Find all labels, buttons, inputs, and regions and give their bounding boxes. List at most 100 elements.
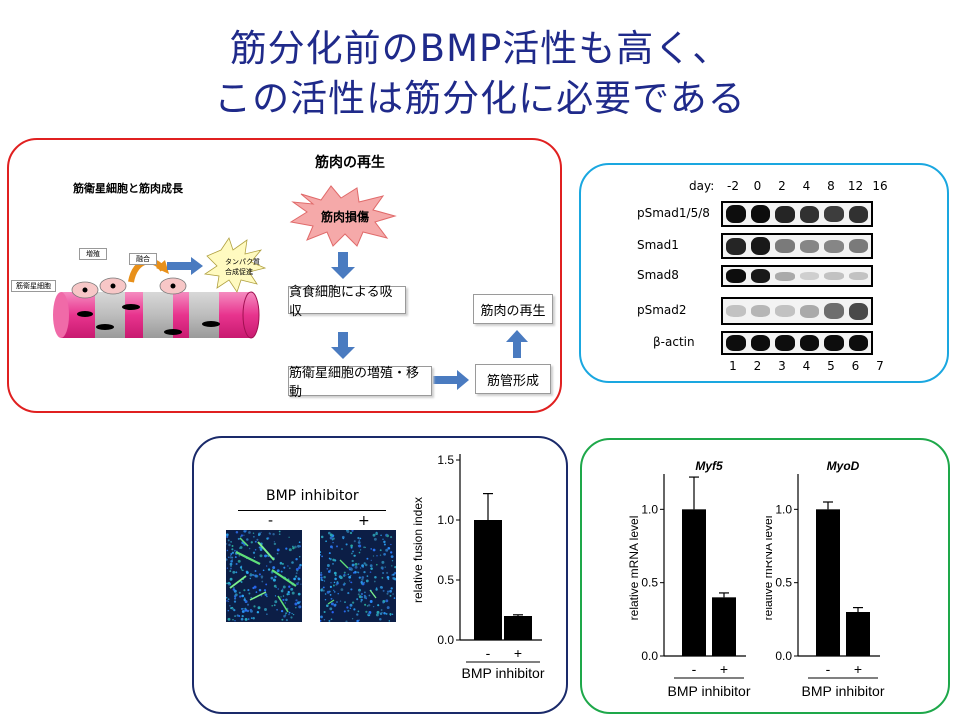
micrograph-inhibitor <box>320 530 396 622</box>
lane-number: 5 <box>827 359 835 373</box>
bar <box>682 509 706 656</box>
y-tick-label: 0.5 <box>775 576 792 590</box>
blot-band <box>726 335 746 351</box>
day-tick: 2 <box>778 179 786 193</box>
lane-number: 1 <box>729 359 737 373</box>
category-label: + <box>720 661 728 677</box>
lane-number: 7 <box>876 359 884 373</box>
blot-band <box>775 239 795 253</box>
inhibitor-header-line <box>238 510 386 511</box>
y-tick-label: 1.0 <box>641 502 658 516</box>
flow-arrows <box>331 252 528 390</box>
blot-band <box>848 302 868 320</box>
blot-strip <box>721 297 873 325</box>
blot-band <box>726 305 746 317</box>
y-tick-label: 0.5 <box>641 576 658 590</box>
blot-row-label: Smad1 <box>637 238 679 252</box>
satellite-growth-title: 筋衛星細胞と筋肉成長 <box>73 182 183 195</box>
bar <box>504 616 532 640</box>
category-label: - <box>692 661 697 677</box>
blot-row-label: β-actin <box>653 335 695 349</box>
blot-band <box>848 239 868 253</box>
blot-row-label: pSmad2 <box>637 303 687 317</box>
title-line-2: この活性は筋分化に必要である <box>214 77 746 120</box>
y-tick-label: 0.0 <box>437 633 454 647</box>
y-tick-label: 1.0 <box>775 502 792 516</box>
blot-band <box>824 239 844 253</box>
regeneration-result-box: 筋肉の再生 <box>473 294 553 324</box>
blot-band <box>750 237 770 255</box>
day-tick: 12 <box>847 179 864 193</box>
lane-number: 3 <box>778 359 786 373</box>
bar <box>846 612 870 656</box>
blot-band <box>726 237 746 255</box>
x-axis-label: BMP inhibitor <box>667 683 750 699</box>
y-tick-label: 0.5 <box>437 573 454 587</box>
slide-title: 筋分化前のBMP活性も高く、 この活性は筋分化に必要である <box>0 24 960 124</box>
lane-number: 2 <box>753 359 762 373</box>
plus-label: + <box>358 513 370 529</box>
blot-band <box>799 335 819 351</box>
minus-label: - <box>268 513 274 529</box>
blot-band <box>824 272 844 280</box>
blot-row-label: pSmad1/5/8 <box>637 206 710 220</box>
blot-band <box>726 205 746 223</box>
title-line-1: 筋分化前のBMP活性も高く、 <box>229 27 731 70</box>
label-proliferate: 増殖 <box>79 248 107 260</box>
blot-band <box>824 335 844 351</box>
fusion-index-chart: 0.0 0.5 1.0 1.5 - + BMP inhibitor relative fusi… <box>411 453 545 681</box>
blot-band <box>799 304 819 318</box>
y-tick-label: 1.5 <box>437 453 454 467</box>
chart-title: Myf5 <box>695 459 723 473</box>
blot-band <box>799 239 819 253</box>
regeneration-heading: 筋肉の再生 <box>315 155 385 171</box>
bar <box>712 597 736 656</box>
blot-band <box>775 271 795 281</box>
myotube-box: 筋管形成 <box>475 364 551 394</box>
blot-band <box>750 269 770 283</box>
lane-number: 4 <box>802 359 811 373</box>
label-protein-2: 合成促進 <box>225 268 253 276</box>
fusion-panel: BMP inhibitor - + 0.0 0.5 1.0 1.5 - + BMP inhi… <box>192 436 568 714</box>
label-protein-1: タンパク質 <box>225 258 260 266</box>
blot-band <box>848 335 868 351</box>
blot-band <box>848 272 868 280</box>
blot-band <box>726 269 746 283</box>
blot-band <box>750 205 770 223</box>
lane-number: 6 <box>851 359 860 373</box>
blot-band <box>750 335 770 351</box>
blot-band <box>824 206 844 222</box>
blot-band <box>824 303 844 319</box>
x-axis-label: BMP inhibitor <box>801 683 884 699</box>
day-tick: -2 <box>727 179 739 193</box>
phagocytosis-box: 貪食細胞による吸収 <box>288 285 406 319</box>
blot-strip <box>721 233 873 259</box>
blot-band <box>750 305 770 317</box>
category-label: + <box>514 645 522 661</box>
muscle-fiber-illustration <box>53 237 267 339</box>
day-label: day: <box>689 179 715 193</box>
label-satellite: 筋衛星細胞 <box>11 280 56 292</box>
bar <box>816 509 840 656</box>
y-axis-label: relative mRNA level <box>627 516 641 621</box>
y-tick-label: 1.0 <box>437 513 454 527</box>
y-axis-label: relative fusion index <box>411 497 425 603</box>
y-tick-label: 0.0 <box>775 649 792 663</box>
chart-title: MyoD <box>827 459 860 473</box>
proliferation-box: 筋衛星細胞の増殖・移動 <box>288 366 432 400</box>
blot-band <box>848 205 868 223</box>
blot-band <box>799 272 819 280</box>
label-fusion: 融合 <box>129 253 157 265</box>
day-tick: 16 <box>872 179 888 193</box>
blot-band <box>775 335 795 351</box>
blot-band <box>775 305 795 317</box>
x-axis-label: BMP inhibitor <box>461 665 544 681</box>
bar <box>474 520 502 640</box>
day-tick: 4 <box>802 179 811 193</box>
blot-band <box>799 205 819 223</box>
blot-band <box>775 205 795 223</box>
category-label: - <box>486 645 491 661</box>
